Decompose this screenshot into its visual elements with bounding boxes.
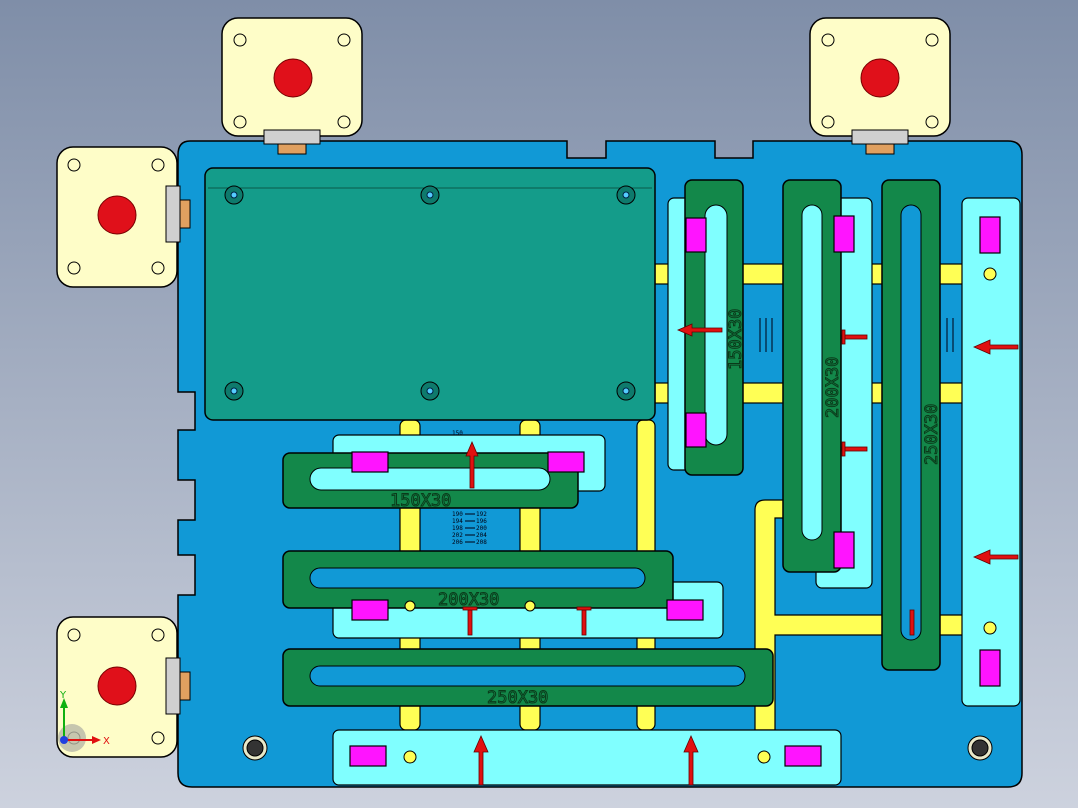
motor-left-bottom[interactable] [56,616,191,758]
motor-button-icon [860,58,900,98]
svg-text:206: 206 [452,539,463,546]
axis-triad: Y X [58,690,110,752]
svg-text:150X30: 150X30 [390,491,451,511]
corner-bolt-icons [242,735,993,761]
svg-text:194: 194 [452,518,463,525]
arrow-up-icon [683,735,699,786]
svg-text:198: 198 [452,525,463,532]
stop-marker-icon [581,609,587,636]
motor-button-icon [97,195,137,235]
svg-text:200X30: 200X30 [438,590,499,610]
scale-center: 150 190 194 198 202 206 192 196 200 204 … [452,430,487,546]
arrow-up-icon [473,735,489,786]
slider-vertical-250[interactable]: 250X30 [881,179,943,671]
teal-plate[interactable] [204,167,656,421]
arrow-left-icon [973,549,1019,565]
pin-holes [403,267,997,764]
arrow-up-icon [465,440,479,489]
svg-text:150X30: 150X30 [726,309,746,370]
svg-text:200: 200 [476,525,487,532]
svg-text:Y: Y [59,690,67,701]
svg-text:200X30: 200X30 [823,357,843,418]
motor-button-icon [97,666,137,706]
stop-marker-icon [909,609,915,636]
svg-text:250X30: 250X30 [922,404,942,465]
stop-marker-icon [841,446,868,452]
svg-text:150: 150 [452,430,463,437]
motor-top-left[interactable] [221,17,363,155]
svg-text:X: X [103,736,110,747]
arrow-left-icon [973,339,1019,355]
arrow-left-icon [676,323,723,337]
stop-marker-icon [841,334,868,340]
slider-vertical-200[interactable]: 200X30 [782,179,844,573]
svg-text:192: 192 [476,511,487,518]
svg-text:208: 208 [476,539,487,546]
motor-top-right[interactable] [809,17,951,155]
svg-text:250X30: 250X30 [487,688,548,708]
svg-text:196: 196 [476,518,487,525]
stop-marker-icon [467,609,473,636]
svg-text:204: 204 [476,532,487,539]
slider-horizontal-250[interactable]: 250X30 [282,648,774,709]
slider-horizontal-200[interactable]: 200X30 [282,550,674,611]
slider-vertical-150[interactable]: 150X30 [684,179,747,476]
svg-text:190: 190 [452,511,463,518]
slider-horizontal-150[interactable]: 150X30 [282,452,579,512]
rail-l-shape [754,499,966,731]
clamp-pads [349,215,1001,767]
motor-button-icon [273,58,313,98]
scale-vertical [759,318,954,352]
motor-left-top[interactable] [56,146,191,288]
svg-text:202: 202 [452,532,463,539]
guide-vertical-250 [961,197,1021,707]
guide-horizontal-bottom [332,729,842,786]
